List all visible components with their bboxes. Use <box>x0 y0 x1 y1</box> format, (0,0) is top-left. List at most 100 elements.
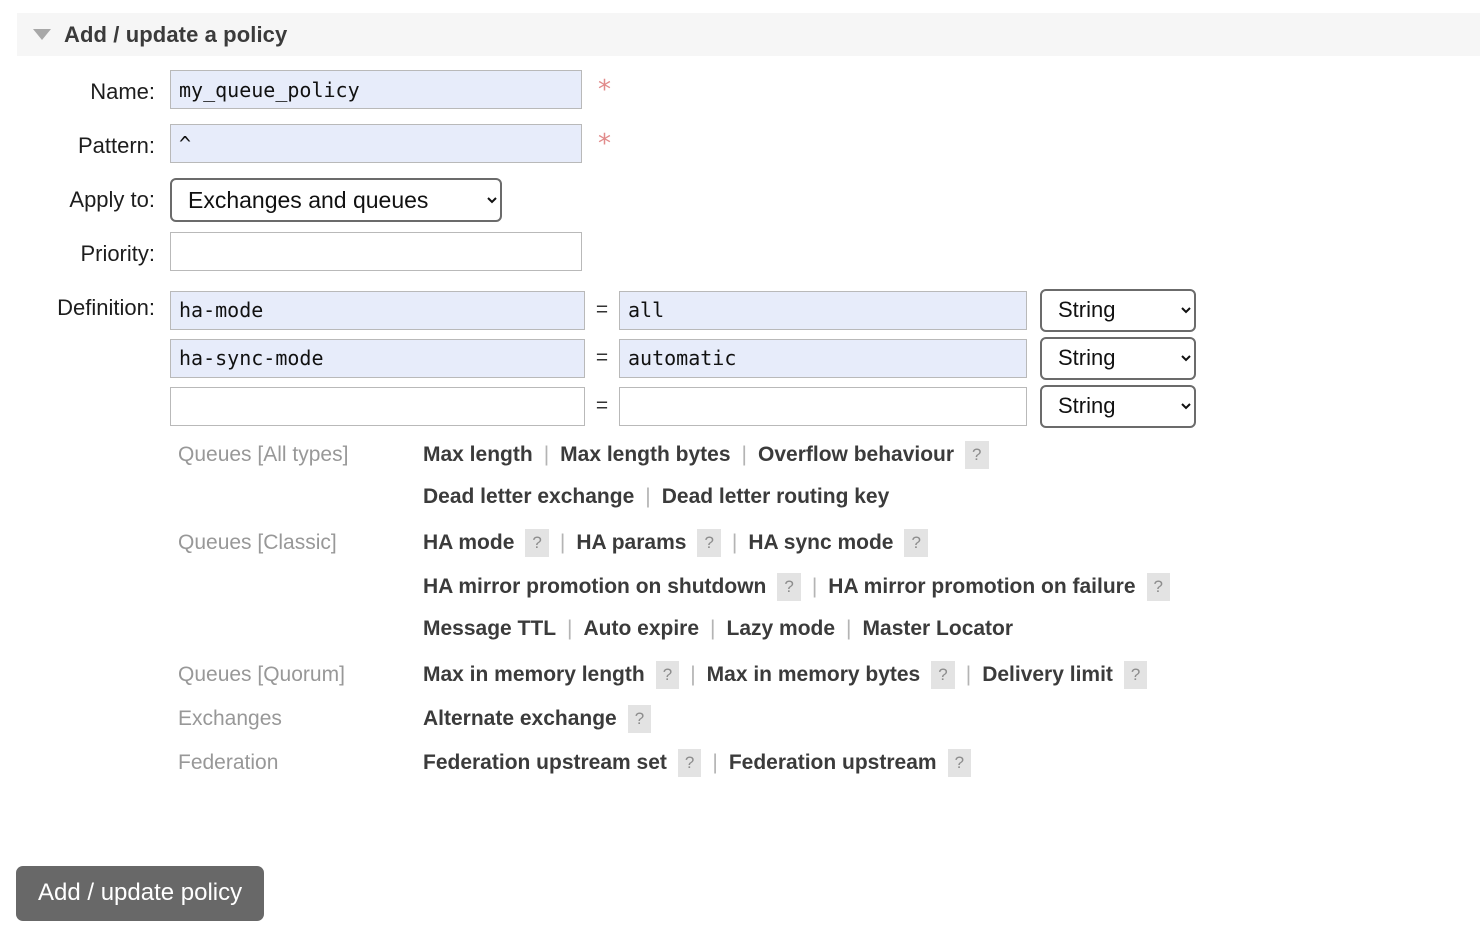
hint-separator: | <box>690 663 696 686</box>
hint-link[interactable]: HA mirror promotion on shutdown <box>423 575 767 598</box>
hint-link[interactable]: HA sync mode <box>748 531 894 554</box>
form-row-apply-to: Apply to: Exchanges and queues <box>0 178 1480 222</box>
definition-row: = String <box>170 334 1196 382</box>
hint-link[interactable]: HA mirror promotion on failure <box>828 575 1136 598</box>
help-badge-icon[interactable]: ? <box>965 441 989 469</box>
definition-value-input[interactable] <box>619 386 1027 426</box>
help-badge-icon[interactable]: ? <box>1123 661 1148 689</box>
priority-field-cell <box>155 232 582 271</box>
help-badge-icon[interactable]: ? <box>777 573 801 601</box>
hint-separator: | <box>543 443 550 466</box>
hint-link-group: Message TTL|Auto expire|Lazy mode|Master… <box>412 617 1013 641</box>
hint-link[interactable]: Max length <box>423 443 533 466</box>
name-label: Name: <box>90 79 155 104</box>
help-badge-icon[interactable]: ? <box>904 529 928 557</box>
hint-link[interactable]: HA params <box>576 531 687 554</box>
hint-category-label: Exchanges <box>178 707 282 730</box>
priority-label: Priority: <box>80 241 155 266</box>
definition-type-select[interactable]: String <box>1040 384 1196 428</box>
form-row-priority: Priority: <box>0 232 1480 276</box>
hint-separator: | <box>741 443 747 466</box>
definition-key-input[interactable] <box>170 386 585 426</box>
pattern-input[interactable] <box>170 124 582 163</box>
hint-separator: | <box>712 751 718 774</box>
hint-link[interactable]: Auto expire <box>583 617 700 640</box>
help-badge-icon[interactable]: ? <box>655 661 680 689</box>
hint-row: HA mirror promotion on shutdown? | HA mirr… <box>170 573 1170 617</box>
hint-link-group: HA mirror promotion on shutdown? | HA mirr… <box>412 573 1170 601</box>
help-badge-icon[interactable]: ? <box>1146 573 1170 601</box>
hint-link-group: HA mode? | HA params? | HA sync mode? <box>412 529 928 557</box>
hint-separator: | <box>811 575 818 598</box>
hint-link[interactable]: Alternate exchange <box>423 707 617 730</box>
hint-separator: | <box>731 531 738 554</box>
definition-row: = String <box>170 382 1196 430</box>
hint-separator: | <box>846 617 852 640</box>
hint-link[interactable]: Overflow behaviour <box>758 443 955 466</box>
hint-separator: | <box>559 531 566 554</box>
hint-link[interactable]: Message TTL <box>423 617 557 640</box>
definition-row: = String <box>170 286 1196 334</box>
pattern-field-cell: * <box>155 124 611 163</box>
hint-row: Exchanges Alternate exchange? <box>170 705 1170 749</box>
hint-link[interactable]: Max in memory bytes <box>706 663 921 686</box>
definition-type-select[interactable]: String <box>1040 288 1196 332</box>
help-badge-icon[interactable]: ? <box>697 529 721 557</box>
definition-field-cell: = String = String = <box>155 286 1196 793</box>
apply-to-select[interactable]: Exchanges and queues <box>170 178 502 222</box>
definition-type-select[interactable]: String <box>1040 336 1196 380</box>
hint-category-label: Queues [Quorum] <box>178 663 345 686</box>
hint-link-group: Max length | Max length bytes | Overflow beh… <box>412 441 989 469</box>
help-badge-icon[interactable]: ? <box>931 661 955 689</box>
hint-link[interactable]: Delivery limit <box>982 663 1113 686</box>
name-field-cell: * <box>155 70 611 109</box>
hint-link[interactable]: Federation upstream set <box>423 751 667 774</box>
form-row-definition: Definition: = String = String <box>0 286 1480 793</box>
pattern-label: Pattern: <box>77 133 155 158</box>
definition-key-input[interactable] <box>170 290 585 330</box>
triangle-down-icon[interactable] <box>33 29 51 40</box>
hint-separator: | <box>965 663 972 686</box>
hint-separator: | <box>710 617 716 640</box>
section-header[interactable]: Add / update a policy <box>17 13 1480 56</box>
hint-link[interactable]: Master Locator <box>862 617 1014 640</box>
hint-link[interactable]: Dead letter exchange <box>423 485 635 508</box>
apply-to-label: Apply to: <box>69 187 155 212</box>
hint-row: Queues [All types]Max length|Max length … <box>170 441 1170 485</box>
definition-label: Definition: <box>57 295 155 320</box>
hint-link-group: Alternate exchange? <box>412 705 652 733</box>
form-row-pattern: Pattern: * <box>0 124 1480 168</box>
hint-link-group: Dead letter exchange | Dead letter routing… <box>412 485 889 509</box>
definition-key-input[interactable] <box>170 338 585 378</box>
hint-link-group: Federation upstream set? | Federation upst… <box>412 749 972 777</box>
help-badge-icon[interactable]: ? <box>627 705 652 733</box>
definition-value-input[interactable] <box>619 290 1027 330</box>
apply-to-field-cell: Exchanges and queues <box>155 178 502 222</box>
hint-link[interactable]: Max length bytes <box>560 443 731 466</box>
hint-link[interactable]: HA mode <box>423 531 515 554</box>
definition-value-input[interactable] <box>619 338 1027 378</box>
hint-link[interactable]: Lazy mode <box>726 617 836 640</box>
hint-link[interactable]: Max in memory length <box>423 663 645 686</box>
hint-row: Message TTL|Auto expire|Lazy mode|Master… <box>170 617 1170 661</box>
help-badge-icon[interactable]: ? <box>677 749 702 777</box>
name-required-marker: * <box>598 74 611 105</box>
hint-row: Queues [Quorum]Max in memory length?|Max… <box>170 661 1170 705</box>
hint-row: Dead letter exchange | Dead letter routing… <box>170 485 1170 529</box>
name-input[interactable] <box>170 70 582 109</box>
definition-equals: = <box>595 298 609 321</box>
page-title: Add / update a policy <box>64 21 288 47</box>
hint-separator: | <box>645 485 651 508</box>
priority-input[interactable] <box>170 232 582 271</box>
hint-category-label: Federation <box>178 751 279 774</box>
hint-link-group: Max in memory length? | Max in memory byte… <box>412 661 1148 689</box>
add-update-policy-button[interactable]: Add / update policy <box>16 866 265 921</box>
hint-link[interactable]: Federation upstream <box>728 751 937 774</box>
help-badge-icon[interactable]: ? <box>947 749 972 777</box>
pattern-required-marker: * <box>598 128 611 159</box>
help-badge-icon[interactable]: ? <box>525 529 549 557</box>
hint-link[interactable]: Dead letter routing key <box>661 485 890 508</box>
policy-form: Name: * Pattern: * Apply to: Exchanges a… <box>0 70 1480 803</box>
hint-category-label: Queues [Classic] <box>178 531 337 554</box>
